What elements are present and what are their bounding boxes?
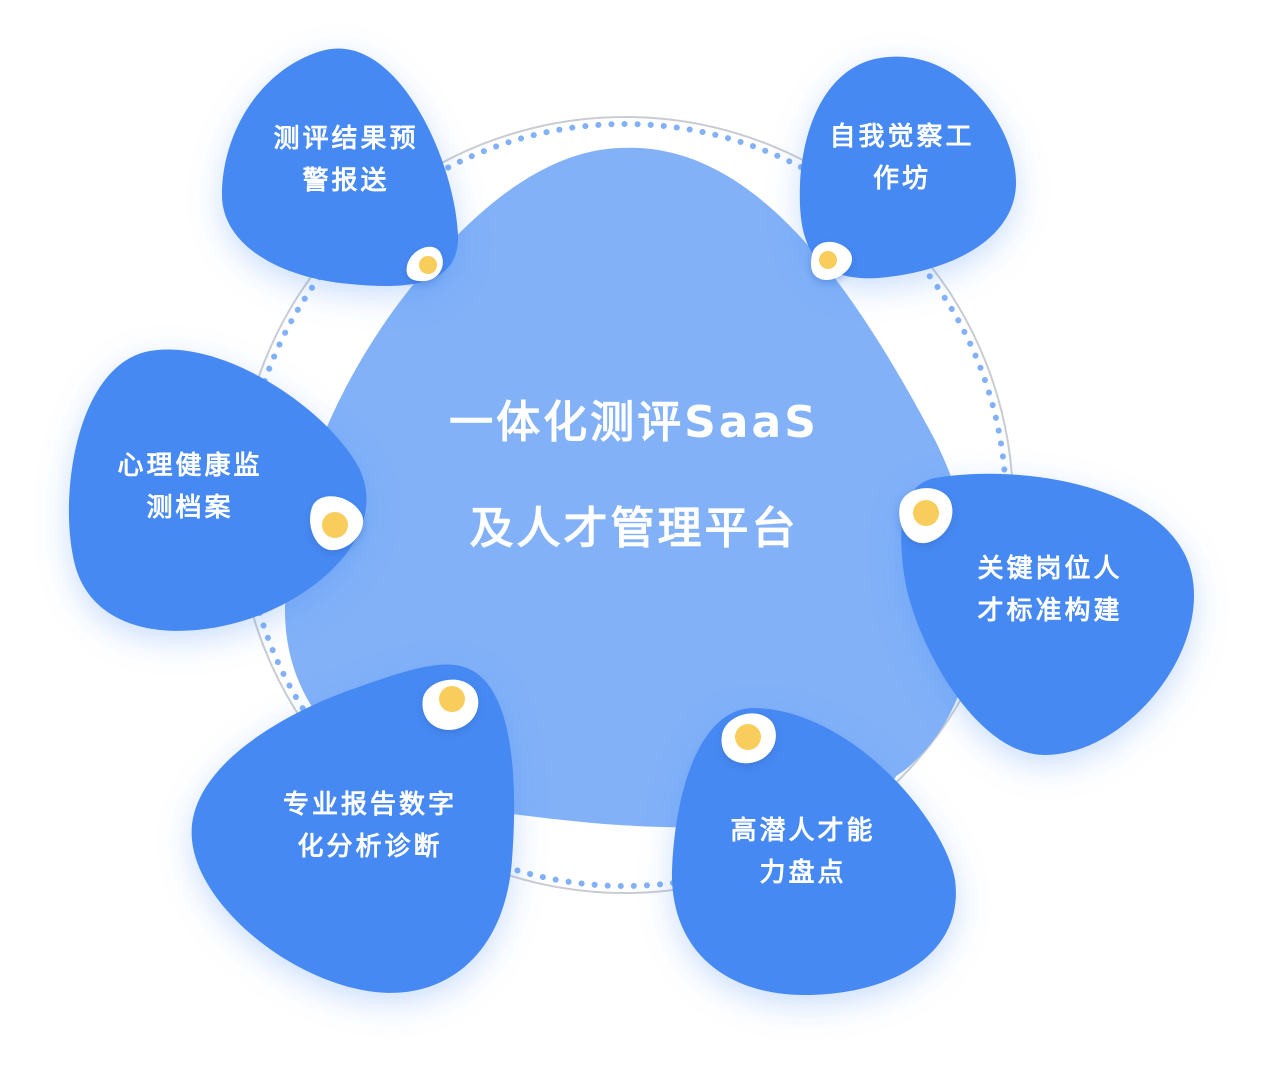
node-workshop [810, 241, 852, 280]
petal-label-potential-line2: 力盘点 [759, 858, 847, 888]
petal-label-keyrole: 关键岗位人 才标准构建 [977, 548, 1122, 632]
petal-workshop [799, 56, 1017, 279]
petal-label-report: 专业报告数字 化分析诊断 [283, 784, 457, 868]
petal-label-warning-line1: 测评结果预 [273, 124, 419, 154]
center-blob [285, 147, 976, 828]
petal-label-mental: 心理健康监 测档案 [117, 445, 262, 529]
petal-label-report-line2: 化分析诊断 [297, 832, 443, 862]
petal-label-warning-line2: 警报送 [302, 166, 390, 196]
center-title-line1: 一体化测评SaaS [449, 397, 819, 448]
node-report [422, 679, 479, 730]
petal-warning [222, 48, 459, 287]
center-title: 一体化测评SaaS 及人才管理平台 [449, 370, 819, 582]
center-title-line2: 及人才管理平台 [469, 503, 799, 554]
petal-label-workshop: 自我觉察工 作坊 [829, 116, 974, 200]
petal-label-keyrole-line1: 关键岗位人 [977, 554, 1123, 584]
petal-label-warning: 测评结果预 警报送 [273, 118, 418, 202]
petal-label-mental-line1: 心理健康监 [117, 451, 263, 481]
petal-label-potential: 高潜人才能 力盘点 [730, 810, 875, 894]
petal-report [191, 664, 515, 993]
node-keyrole [899, 488, 953, 544]
petal-label-workshop-line2: 作坊 [872, 164, 932, 194]
petal-label-report-line1: 专业报告数字 [282, 790, 458, 820]
petal-label-potential-line1: 高潜人才能 [730, 816, 876, 846]
petal-label-workshop-line1: 自我觉察工 [829, 122, 975, 152]
petal-keyrole [901, 473, 1194, 755]
petal-label-keyrole-line2: 才标准构建 [977, 596, 1123, 626]
petal-label-mental-line2: 测档案 [146, 493, 234, 523]
node-potential [721, 713, 776, 764]
node-warning [406, 246, 443, 282]
node-mental [310, 496, 364, 551]
petal-potential [671, 708, 956, 995]
petal-mental [68, 349, 367, 631]
